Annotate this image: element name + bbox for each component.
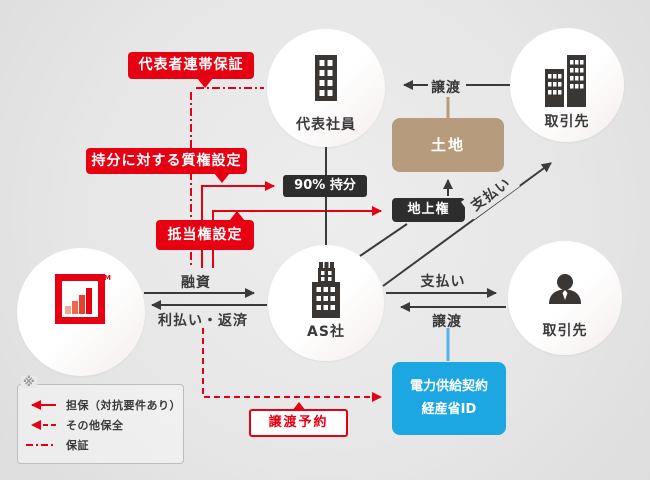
two-buildings-icon: [545, 55, 586, 107]
land-box: 土地: [392, 118, 504, 172]
repayment-label: 利払い・返済: [158, 313, 248, 329]
surface-right-box: 地上権: [392, 198, 465, 222]
tm-mark: TM: [99, 274, 111, 282]
loan-label: 融資: [181, 275, 211, 291]
legend-item-other-security: その他保全: [24, 418, 124, 432]
pointer-down: [197, 78, 213, 88]
transfer-right-label: 譲渡: [432, 314, 462, 330]
callout-label: 代表者連帯保証: [138, 57, 244, 73]
pointer-up: [229, 211, 245, 221]
legend-label: 担保（対抗要件あり）: [66, 399, 181, 412]
power-contract-line1: 電力供給契約: [409, 378, 488, 394]
hq-building-icon: [312, 262, 340, 318]
pledge-callout: 持分に対する質権設定: [86, 148, 247, 183]
logo-bars: [65, 288, 93, 314]
node-label: 代表社員: [296, 117, 356, 133]
transfer-reservation-label: 譲渡予約: [268, 415, 329, 430]
dashed-arrow-left-icon: [31, 420, 56, 430]
legend-note-mark: ※: [21, 375, 37, 389]
callout-label: 持分に対する質権設定: [91, 153, 242, 169]
node-as-company: AS社: [268, 245, 384, 361]
node-label: 取引先: [542, 323, 588, 339]
payment-diagonal-label: 支払い: [460, 168, 521, 220]
bar-chart-logo: TM: [55, 274, 111, 324]
equity-box: 90% 持分: [283, 175, 367, 197]
as-to-surface-line: [359, 223, 408, 257]
node-partner-top: 取引先: [510, 28, 624, 142]
legend-item-guarantee: 保証: [24, 438, 89, 452]
legend-item-collateral: 担保（対抗要件あり）: [24, 398, 181, 412]
node-label: AS社: [307, 324, 345, 340]
dash-dot-line-icon: [26, 444, 56, 446]
power-contract-line2: 経産省ID: [421, 401, 477, 417]
mortgage-callout: 抵当権設定: [156, 211, 254, 250]
power-contract-box: 電力供給契約 経産省ID: [392, 362, 506, 435]
joint-guarantee-callout: 代表者連帯保証: [128, 52, 254, 88]
node-lender: TM: [17, 248, 145, 376]
node-label: 取引先: [544, 114, 590, 130]
legend-label: その他保全: [66, 419, 124, 432]
transfer-reservation-box: 譲渡予約: [249, 402, 348, 437]
solid-arrow-left-icon: [31, 400, 56, 410]
legend-label: 保証: [66, 439, 89, 452]
pointer-up: [292, 402, 306, 411]
payment-right-label: 支払い: [420, 274, 466, 290]
transfer-top-label: 譲渡: [431, 80, 461, 96]
pointer-down: [214, 173, 230, 183]
building-icon: [315, 55, 337, 101]
legend-box: 担保（対抗要件あり） その他保全 保証: [17, 384, 184, 464]
node-partner-right: 取引先: [508, 241, 622, 355]
node-representative: 代表社員: [267, 29, 385, 147]
callout-label: 抵当権設定: [167, 227, 243, 243]
person-icon: [549, 274, 581, 304]
